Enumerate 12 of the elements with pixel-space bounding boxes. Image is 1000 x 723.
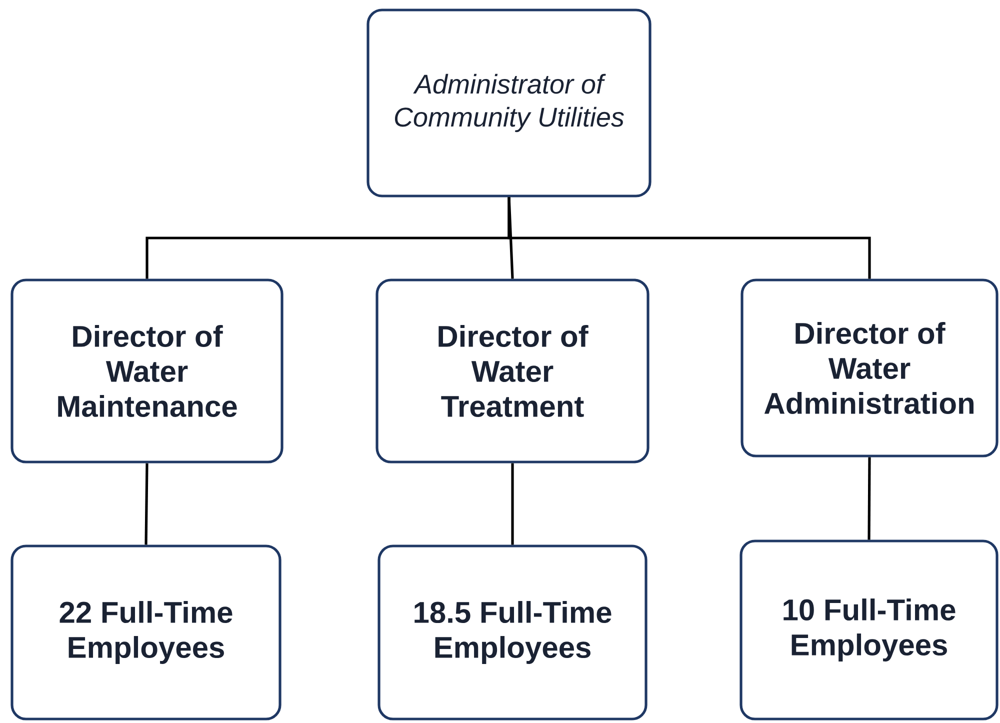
org-box: Director of Water Administration bbox=[740, 278, 998, 458]
org-box: 10 Full-Time Employees bbox=[740, 540, 998, 720]
org-box: Director of Water Maintenance bbox=[10, 278, 284, 464]
connector-line bbox=[508, 197, 871, 279]
org-box: 18.5 Full-Time Employees bbox=[378, 544, 648, 720]
connector-line bbox=[144, 463, 148, 545]
connector-line bbox=[511, 463, 514, 545]
org-box: Administrator of Community Utilities bbox=[366, 8, 652, 198]
connector-line bbox=[508, 197, 514, 279]
connector-line bbox=[868, 457, 871, 540]
org-box: 22 Full-Time Employees bbox=[10, 544, 282, 720]
org-box: Director of Water Treatment bbox=[376, 278, 650, 464]
